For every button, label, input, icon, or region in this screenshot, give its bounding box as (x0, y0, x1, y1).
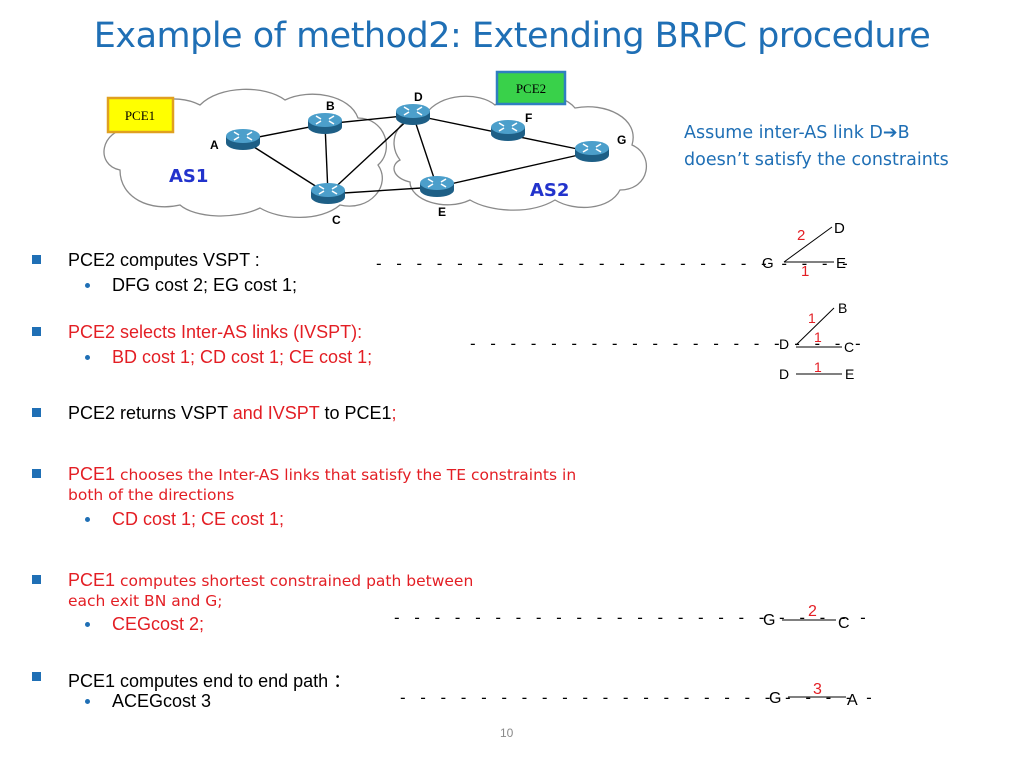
bullet-dot-icon (85, 355, 90, 360)
router-c-icon (310, 182, 346, 205)
vspt-diagram: G D E 2 1 (762, 220, 846, 280)
bullet-chooses: PCE1 chooses the Inter-AS links that sat… (32, 464, 576, 485)
sub-bullet-chooses: CD cost 1; CE cost 1; (85, 509, 284, 530)
ivspt-diagram: B D C D E 1 1 1 (779, 300, 854, 382)
bullet-ivspt: PCE2 selects Inter-AS links (IVSPT): (32, 322, 362, 343)
bullet-returns: PCE2 returns VSPT and IVSPT to PCE1; (32, 403, 397, 424)
svg-text:3: 3 (813, 681, 822, 698)
bullet-square-icon (32, 469, 41, 478)
bullet-dot-icon (85, 283, 90, 288)
dashed-connector-1: - - - - - - - - - - - - - - - - - - - - … (374, 254, 851, 273)
bullet-dot-icon (85, 622, 90, 627)
bullet-square-icon (32, 255, 41, 264)
svg-text:C: C (838, 615, 850, 632)
node-label-d: D (414, 90, 423, 104)
bullet-chooses-cont: both of the directions (68, 486, 235, 504)
router-b-icon (307, 112, 343, 135)
svg-text:E: E (836, 255, 846, 272)
svg-text:1: 1 (801, 263, 809, 280)
sub-bullet-shortest: CEGcost 2; (85, 614, 204, 635)
router-d-icon (395, 103, 431, 126)
aceg-diagram: G A 3 (769, 681, 858, 709)
node-label-f: F (525, 111, 532, 125)
svg-text:D: D (834, 220, 845, 237)
bullet-vspt: PCE2 computes VSPT : (32, 250, 260, 271)
svg-text:1: 1 (814, 359, 822, 375)
svg-text:2: 2 (797, 227, 805, 244)
assumption-note: Assume inter-AS link D➔B doesn’t satisfy… (684, 123, 949, 170)
router-f-icon (490, 119, 526, 142)
bullet-square-icon (32, 672, 41, 681)
node-label-a: A (210, 138, 219, 152)
as2-cloud (393, 92, 648, 211)
as2-label: AS2 (530, 180, 569, 201)
sub-bullet-vspt: DFG cost 2; EG cost 1; (85, 275, 297, 296)
pce1-label: PCE1 (125, 108, 155, 123)
svg-text:D: D (779, 336, 789, 352)
svg-text:C: C (844, 339, 854, 355)
svg-text:A: A (847, 692, 858, 709)
svg-text:1: 1 (814, 329, 822, 345)
bullet-shortest: PCE1 computes shortest constrained path … (32, 570, 473, 591)
dashed-connector-4: - - - - - - - - - - - - - - - - - - - - … (398, 688, 875, 707)
sub-bullet-end-to-end: ACEGcost 3 (85, 691, 211, 712)
pce2-box: PCE2 (495, 70, 567, 106)
router-g-icon (574, 140, 610, 163)
node-label-b: B (326, 99, 335, 113)
dashed-connector-3: - - - - - - - - - - - - - - - - - - - - … (392, 608, 869, 627)
node-label-c: C (332, 213, 341, 227)
bullet-square-icon (32, 575, 41, 584)
pce2-label: PCE2 (516, 81, 546, 96)
bullet-shortest-cont: each exit BN and G; (68, 592, 223, 610)
router-a-icon (225, 128, 261, 151)
dashed-connector-2: - - - - - - - - - - - - - - - - - - - - (468, 334, 864, 353)
bullet-square-icon (32, 408, 41, 417)
ceg-diagram: G C 2 (763, 603, 850, 632)
bullet-end-to-end: PCE1 computes end to end path ： (32, 667, 351, 693)
svg-text:G: G (763, 612, 775, 629)
page-number: 10 (500, 726, 514, 740)
svg-text:D: D (779, 366, 789, 382)
bullet-dot-icon (85, 517, 90, 522)
as1-label: AS1 (169, 166, 208, 187)
node-label-g: G (617, 133, 626, 147)
slide-title: Example of method2: Extending BRPC proce… (93, 16, 931, 56)
sub-bullet-ivspt: BD cost 1; CD cost 1; CE cost 1; (85, 347, 372, 368)
bullet-dot-icon (85, 699, 90, 704)
svg-text:G: G (769, 690, 781, 707)
svg-text:G: G (762, 255, 774, 272)
pce1-box: PCE1 (106, 96, 175, 134)
node-label-e: E (438, 205, 446, 219)
svg-text:B: B (838, 300, 847, 316)
bullet-square-icon (32, 327, 41, 336)
svg-text:1: 1 (808, 310, 816, 326)
svg-text:2: 2 (808, 603, 817, 620)
svg-text:E: E (845, 366, 854, 382)
router-e-icon (419, 175, 455, 198)
